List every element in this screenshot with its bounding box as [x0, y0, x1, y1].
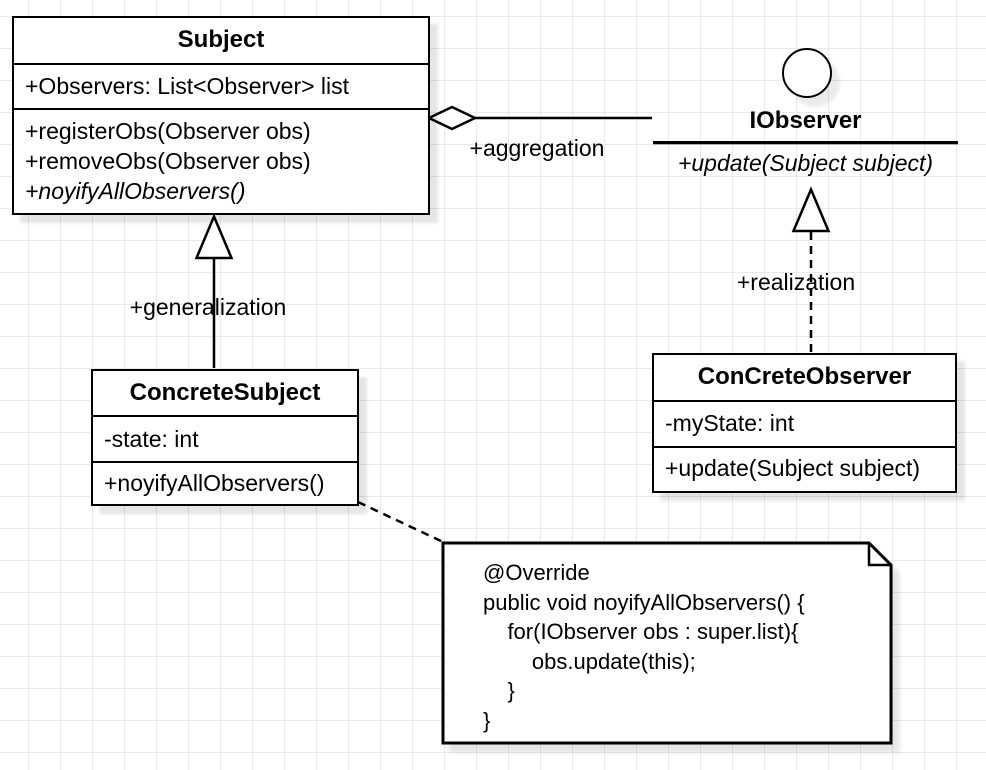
generalization-triangle-icon — [194, 213, 234, 260]
note-shape[interactable] — [441, 541, 893, 745]
realization-label: +realization — [736, 269, 856, 295]
generalization-label: +generalization — [129, 294, 287, 320]
code-line: public void noyifyAllObservers() { — [483, 589, 805, 615]
class-concrete-subject[interactable]: ConcreteSubject -state: int +noyifyAllOb… — [91, 369, 359, 506]
code-line: for(IObserver obs : super.list){ — [483, 619, 799, 644]
method-notifyAllObservers: +noyifyAllObservers() — [25, 177, 246, 204]
aggregation-label: +aggregation — [469, 135, 605, 161]
class-concrete-observer-method: +update(Subject subject) — [665, 455, 921, 482]
class-concrete-subject-method: +noyifyAllObservers() — [104, 469, 325, 496]
class-concrete-subject-title: ConcreteSubject — [93, 371, 357, 417]
class-subject[interactable]: Subject +Observers: List<Observer> list … — [12, 16, 430, 215]
method-registerObs: +registerObs(Observer obs) — [25, 117, 311, 144]
code-line: obs.update(this); — [483, 648, 696, 674]
class-concrete-observer[interactable]: ConCreteObserver -myState: int +update(S… — [652, 353, 957, 493]
class-concrete-observer-title: ConCreteObserver — [654, 355, 955, 402]
realization-triangle-icon — [791, 186, 831, 233]
class-subject-methods: +registerObs(Observer obs) +removeObs(Ob… — [14, 110, 428, 206]
interface-circle-icon[interactable] — [782, 48, 832, 98]
class-subject-attribute: +Observers: List<Observer> list — [14, 65, 428, 110]
realization-connector[interactable] — [791, 186, 831, 353]
code-line: } — [483, 707, 491, 733]
class-subject-title: Subject — [14, 18, 428, 65]
code-line: } — [483, 678, 515, 703]
note-connector[interactable] — [357, 500, 444, 544]
class-concrete-observer-attribute: -myState: int — [654, 402, 955, 448]
aggregation-diamond-icon — [426, 105, 478, 131]
code-line: @Override — [483, 560, 590, 585]
method-removeObs: +removeObs(Observer obs) — [25, 147, 311, 174]
interface-method-update: +update(Subject subject) — [677, 150, 934, 176]
interface-iobserver[interactable]: IObserver +update(Subject subject) — [653, 100, 958, 184]
code-note: @Override public void noyifyAllObservers… — [443, 558, 891, 735]
class-concrete-subject-attribute: -state: int — [93, 417, 357, 463]
generalization-connector[interactable] — [194, 213, 234, 369]
interface-iobserver-title: IObserver — [653, 100, 958, 143]
note-fold-icon — [867, 543, 891, 567]
aggregation-connector[interactable] — [426, 105, 652, 131]
